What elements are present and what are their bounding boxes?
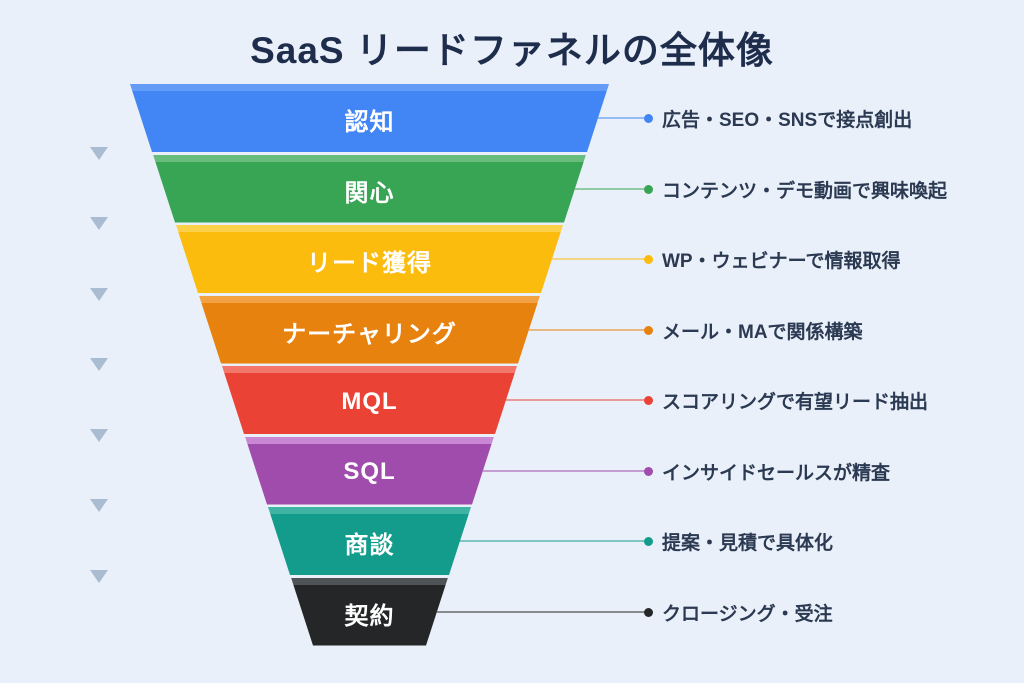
bullet-dot-icon bbox=[644, 184, 653, 194]
stage-label: 認知 bbox=[344, 109, 395, 136]
stage-note: 提案・見積で具体化 bbox=[662, 532, 834, 554]
stage-label: リード獲得 bbox=[307, 250, 432, 277]
connector-line bbox=[483, 470, 644, 472]
stage-note-row-6: インサイドセールスが精査 bbox=[483, 460, 891, 484]
stage-note-row-2: コンテンツ・デモ動画で興味喚起 bbox=[575, 178, 948, 202]
stage-note: コンテンツ・デモ動画で興味喚起 bbox=[662, 180, 948, 202]
bullet-dot-icon bbox=[644, 607, 653, 617]
down-arrow-icon bbox=[90, 358, 108, 371]
funnel-stage-3: リード獲得 bbox=[176, 225, 563, 293]
funnel-stage-6: SQL bbox=[245, 436, 494, 505]
stage-label: 商談 bbox=[344, 532, 395, 559]
stage-note-row-4: メール・MAで関係構築 bbox=[529, 319, 863, 343]
bullet-dot-icon bbox=[644, 466, 653, 476]
stage-note: スコアリングで有望リード抽出 bbox=[662, 391, 929, 413]
bullet-dot-icon bbox=[644, 113, 653, 123]
connector-line bbox=[529, 329, 644, 331]
down-arrow-icon bbox=[90, 147, 108, 160]
down-arrow-icon bbox=[90, 499, 108, 512]
connector-line bbox=[598, 117, 644, 119]
connector-line bbox=[552, 258, 644, 260]
connector-line bbox=[460, 540, 644, 542]
stage-note-row-8: クロージング・受注 bbox=[437, 601, 833, 625]
stage-label: 関心 bbox=[344, 179, 395, 207]
funnel-stage-1: 認知 bbox=[130, 84, 609, 152]
stage-label: ナーチャリング bbox=[282, 320, 457, 348]
stage-note-row-5: スコアリングで有望リード抽出 bbox=[506, 389, 929, 413]
bullet-dot-icon bbox=[644, 536, 653, 546]
connector-line bbox=[506, 399, 644, 401]
funnel-stage-7: 商談 bbox=[268, 507, 471, 575]
stage-label: 契約 bbox=[344, 602, 395, 630]
connector-line bbox=[437, 611, 644, 613]
connector-line bbox=[575, 188, 644, 190]
funnel-stage-5: MQL bbox=[222, 366, 517, 434]
stage-note: クロージング・受注 bbox=[662, 603, 833, 625]
stage-note: メール・MAで関係構築 bbox=[662, 321, 863, 343]
page-title: SaaS リードファネルの全体像 bbox=[250, 30, 774, 71]
stage-note-row-3: WP・ウェビナーで情報取得 bbox=[552, 248, 901, 272]
lead-funnel: 認知関心リード獲得ナーチャリング MQL SQL 商談契約 bbox=[130, 84, 609, 648]
stage-note: インサイドセールスが精査 bbox=[662, 462, 891, 484]
funnel-stage-8: 契約 bbox=[291, 577, 448, 646]
funnel-stage-2: 関心 bbox=[153, 154, 586, 223]
stage-label: SQL bbox=[343, 458, 396, 485]
bullet-dot-icon bbox=[644, 395, 653, 405]
down-arrow-icon bbox=[90, 429, 108, 442]
down-arrow-icon bbox=[90, 570, 108, 583]
stage-note-row-7: 提案・見積で具体化 bbox=[460, 530, 834, 554]
stage-note-row-1: 広告・SEO・SNSで接点創出 bbox=[598, 107, 913, 131]
stage-note: WP・ウェビナーで情報取得 bbox=[662, 250, 901, 272]
stage-label: MQL bbox=[341, 387, 398, 415]
stage-note: 広告・SEO・SNSで接点創出 bbox=[662, 109, 913, 131]
funnel-stage-4: ナーチャリング bbox=[199, 295, 540, 364]
bullet-dot-icon bbox=[644, 254, 653, 264]
bullet-dot-icon bbox=[644, 325, 653, 335]
down-arrow-icon bbox=[90, 217, 108, 230]
down-arrow-icon bbox=[90, 288, 108, 301]
